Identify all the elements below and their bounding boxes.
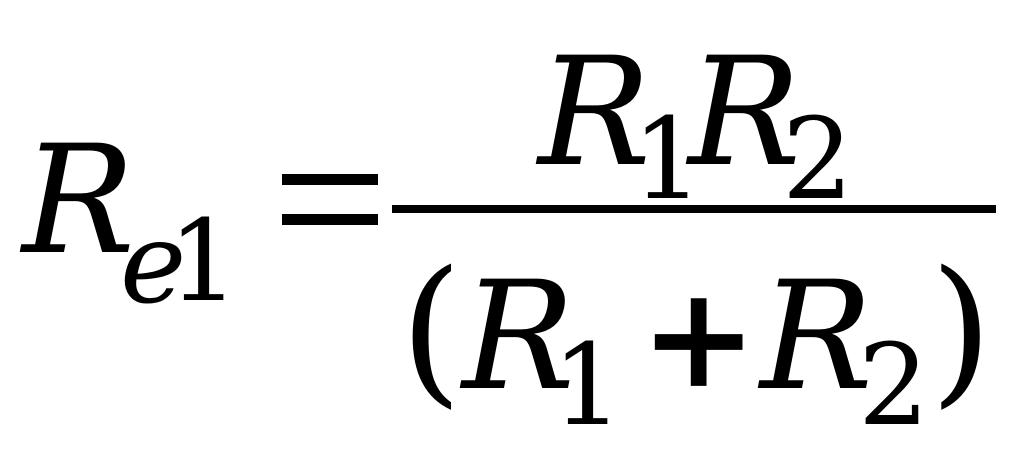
denominator-second-resistance: R xyxy=(760,250,873,424)
denominator-plus-operator: + xyxy=(640,256,758,420)
numerator-second-subscript: 2 xyxy=(782,95,854,225)
numerator-first-resistance: R xyxy=(538,26,651,200)
denominator-close-paren: ) xyxy=(930,236,993,423)
numerator-second-resistance: R xyxy=(688,26,801,200)
lhs-subscript-number: 1 xyxy=(168,197,240,327)
resistance-equation: R e 1 R 1 R 2 ( R 1 + R 2 ) = xyxy=(22,26,996,451)
equals-sign-top-bar xyxy=(282,174,378,185)
lhs-subscript-letter: e xyxy=(120,199,187,329)
denominator-second-subscript: 2 xyxy=(858,321,930,451)
denominator-first-resistance: R xyxy=(462,250,575,424)
fraction-bar xyxy=(392,205,996,213)
numerator-first-subscript: 1 xyxy=(632,95,704,225)
denominator-open-paren: ( xyxy=(400,236,463,423)
denominator-first-subscript: 1 xyxy=(552,321,624,451)
lhs-resistance-symbol: R xyxy=(22,114,135,288)
equals-sign-bottom-bar xyxy=(282,214,378,225)
